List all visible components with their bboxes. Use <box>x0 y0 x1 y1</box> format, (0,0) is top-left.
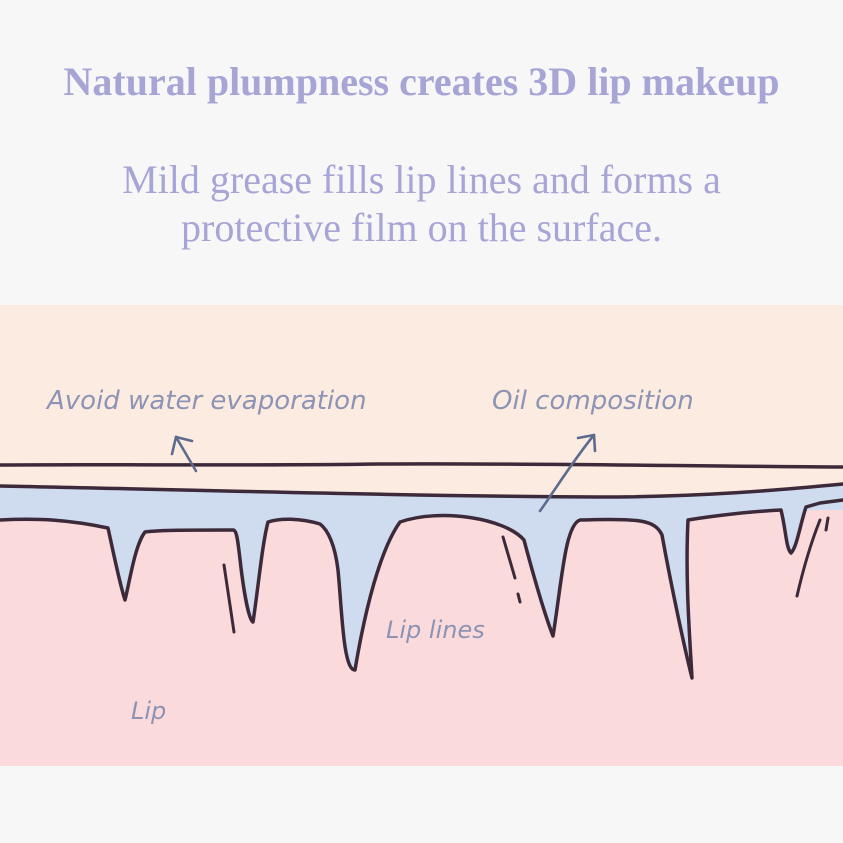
outer-layer <box>0 305 843 505</box>
headline-subtitle: Mild grease fills lip lines and forms a … <box>0 156 843 252</box>
label-lip-lines: Lip lines <box>386 616 485 644</box>
subtitle-line-1: Mild grease fills lip lines and forms a <box>122 157 721 202</box>
surface-line-film <box>0 482 843 499</box>
label-lip: Lip <box>131 697 166 725</box>
lip-texture-strokes <box>222 516 830 634</box>
arrow-oil <box>538 433 597 513</box>
label-avoid-water-evaporation: Avoid water evaporation <box>45 386 367 416</box>
oil-fill-grooves <box>0 484 843 678</box>
lip-contour <box>0 498 843 680</box>
label-oil-composition: Oil composition <box>492 386 694 416</box>
surface-line-top <box>0 462 843 469</box>
headline-title: Natural plumpness creates 3D lip makeup <box>63 59 780 104</box>
subtitle-line-2: protective film on the surface. <box>181 205 662 250</box>
arrow-evaporation <box>170 435 198 473</box>
lip-area <box>0 510 843 766</box>
